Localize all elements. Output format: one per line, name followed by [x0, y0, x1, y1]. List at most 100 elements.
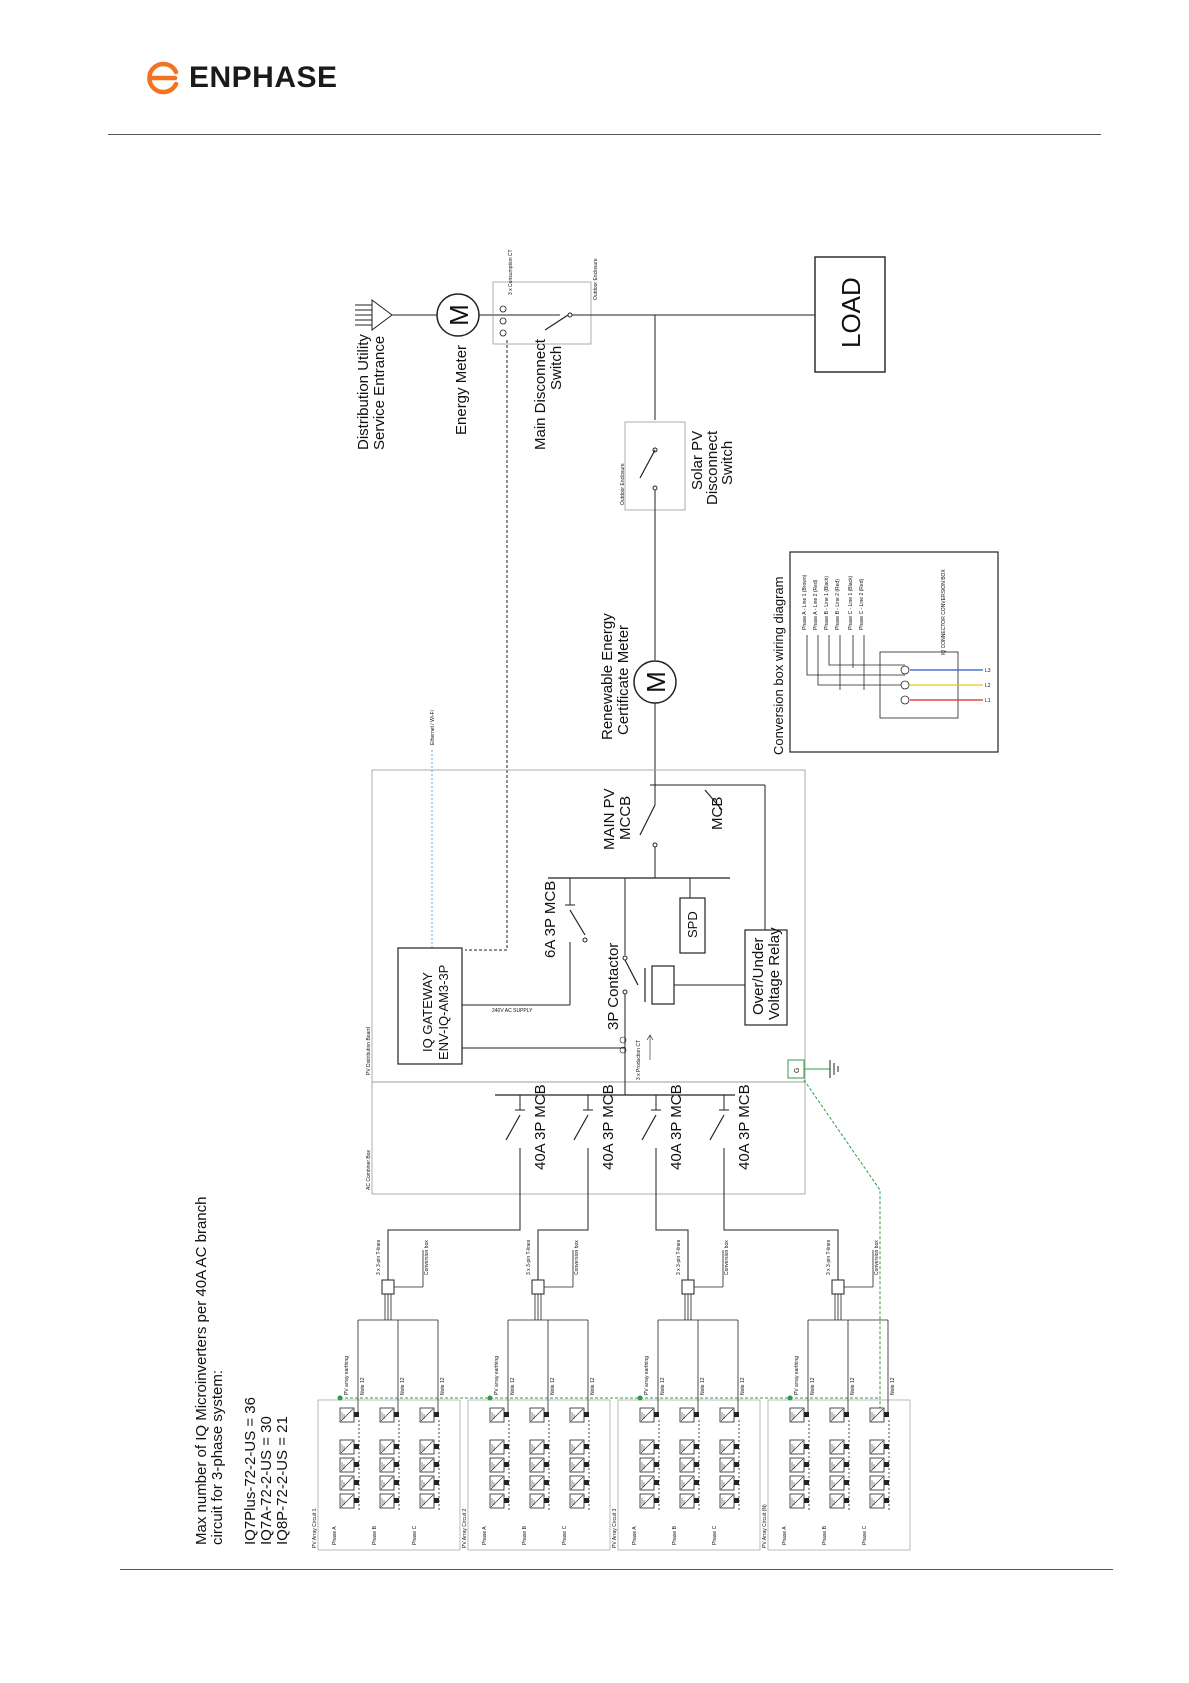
solar-disconnect-label-1: Solar PV [689, 431, 706, 490]
solar-disconnect-label-3: Switch [719, 441, 736, 485]
trunk-label: 3 x 3-pin T-lines [376, 1239, 382, 1275]
rec-meter: M Renewable Energy Certificate Meter [599, 613, 677, 740]
utility-entrance-label-1: Distribution Utility [355, 334, 372, 450]
note-label: Note 12 [890, 1377, 896, 1395]
note-label: Note 12 [740, 1377, 746, 1395]
conversion-box-label: Conversion box [424, 1240, 430, 1275]
phase-label: Phase A [482, 1526, 488, 1545]
footer-rule [120, 1569, 1113, 1570]
main-disconnect-label-2: Switch [548, 346, 565, 390]
conversion-output-l2: L2 [985, 683, 991, 689]
conversion-title: Conversion box wiring diagram [771, 577, 786, 755]
phase-label: Phase C [412, 1525, 418, 1545]
pv-array-label: PV Array Circuit (N) [762, 1504, 768, 1548]
utility-service-entrance: Distribution Utility Service Entrance [355, 299, 437, 450]
energy-meter: M Energy Meter [436, 293, 480, 435]
ground-label: G [794, 1068, 801, 1073]
note-label: Note 12 [810, 1377, 816, 1395]
rec-meter-label-1: Renewable Energy [599, 613, 616, 740]
relay-label-1: Over/Under [750, 937, 767, 1015]
trunk-label: 3 x 3-pin T-lines [676, 1239, 682, 1275]
iq-gateway: IQ GATEWAY ENV-IQ-AM3-3P 240V AC SUPPLY [397, 947, 533, 1065]
note-label: Note 12 [660, 1377, 666, 1395]
gateway-label-1: IQ GATEWAY [420, 972, 435, 1052]
spd: SPD [679, 878, 706, 954]
conversion-box-label: Conversion box [574, 1240, 580, 1275]
enphase-logo-icon [147, 61, 179, 95]
phase-label: Phase B [522, 1525, 528, 1545]
rec-meter-label-2: Certificate Meter [615, 625, 632, 735]
conversion-label-3: Phase B - Line 1 (Black) [824, 576, 830, 630]
load-box: LOAD [814, 256, 886, 373]
branch-breaker-4: 40A 3P MCB [736, 1084, 753, 1170]
mcb-6a-label: 6A 3P MCB [542, 881, 559, 958]
ethernet-label: Ethernet / Wi-Fi [430, 710, 436, 745]
outdoor-enclosure-label-1: Outdoor Enclosure [593, 258, 599, 300]
conversion-label-4: Phase B - Line 2 (Red) [835, 579, 841, 630]
phase-label: Phase B [672, 1525, 678, 1545]
note-label: Note 12 [550, 1377, 556, 1395]
conversion-box-diagram: Conversion box wiring diagram Phase A - … [771, 551, 999, 755]
phase-label: Phase C [712, 1525, 718, 1545]
header-rule [108, 134, 1101, 135]
note-label: Note 12 [510, 1377, 516, 1395]
relay-label-2: Voltage Relay [766, 927, 783, 1020]
outdoor-enclosure-label-2: Outdoor Enclosure [620, 463, 626, 505]
mcb: MCB [704, 784, 766, 930]
solar-pv-disconnect-enclosure: Outdoor Enclosure Solar PV Disconnect Sw… [620, 421, 736, 511]
conversion-output-l3: L3 [985, 668, 991, 674]
max-value-3: IQ8P-72-2-US = 21 [274, 1416, 291, 1545]
note-label: Note 12 [400, 1377, 406, 1395]
utility-entrance-label-2: Service Entrance [371, 336, 388, 450]
pv-distribution-board-label: PV Distribution Board [366, 1027, 372, 1075]
ground-terminal: G [787, 1059, 839, 1079]
phase-label: Phase A [782, 1526, 788, 1545]
branch-breaker-1: 40A 3P MCB [532, 1084, 549, 1170]
load-label: LOAD [836, 277, 866, 348]
earth-point [637, 1395, 643, 1401]
phase-label: Phase C [862, 1525, 868, 1545]
mcb-label: MCB [709, 797, 726, 830]
max-value-2: IQ7A-72-2-US = 30 [258, 1416, 275, 1545]
max-title-2: circuit for 3-phase system: [209, 1370, 226, 1545]
phase-label: Phase A [632, 1526, 638, 1545]
max-microinverters-note: Max number of IQ Microinverters per 40A … [193, 1197, 291, 1545]
conversion-note: IQ CONNECTOR CONVERSION BOX [941, 569, 947, 655]
conversion-output-l1: L1 [985, 698, 991, 704]
energy-meter-symbol: M [444, 304, 474, 326]
earthing-label: PV array earthing [344, 1356, 350, 1395]
main-disconnect-label-1: Main Disconnect [532, 338, 549, 450]
note-label: Note 12 [590, 1377, 596, 1395]
header: ENPHASE [145, 58, 338, 98]
branch-breaker-2: 40A 3P MCB [600, 1084, 617, 1170]
earth-point [787, 1395, 793, 1401]
phase-label: Phase C [562, 1525, 568, 1545]
earthing-label: PV array earthing [644, 1356, 650, 1395]
phase-label: Phase B [372, 1525, 378, 1545]
conversion-label-1: Phase A - Line 1 (Brown) [802, 574, 808, 630]
rec-meter-symbol: M [641, 671, 671, 693]
earth-point [487, 1395, 493, 1401]
main-pv-mccb-label-2: MCCB [617, 796, 634, 840]
conversion-label-2: Phase A - Line 2 (Red) [813, 579, 819, 630]
note-label: Note 12 [700, 1377, 706, 1395]
earth-line [803, 1079, 881, 1420]
solar-disconnect-label-2: Disconnect [704, 430, 721, 505]
pv-array-label: PV Array Circuit 2 [462, 1508, 468, 1548]
conversion-box-label: Conversion box [874, 1240, 880, 1275]
energy-meter-label: Energy Meter [453, 345, 470, 435]
main-disconnect-enclosure: Outdoor Enclosure 3 x Consumption CT Mai… [492, 249, 599, 450]
note-label: Note 12 [360, 1377, 366, 1395]
phase-label: Phase B [822, 1525, 828, 1545]
ac-combiner-box-label: AC Combiner Box [366, 1149, 372, 1190]
gateway-supply-label: 240V AC SUPPLY [492, 1008, 533, 1014]
earthing-label: PV array earthing [494, 1356, 500, 1395]
gateway-label-2: ENV-IQ-AM3-3P [436, 965, 451, 1060]
